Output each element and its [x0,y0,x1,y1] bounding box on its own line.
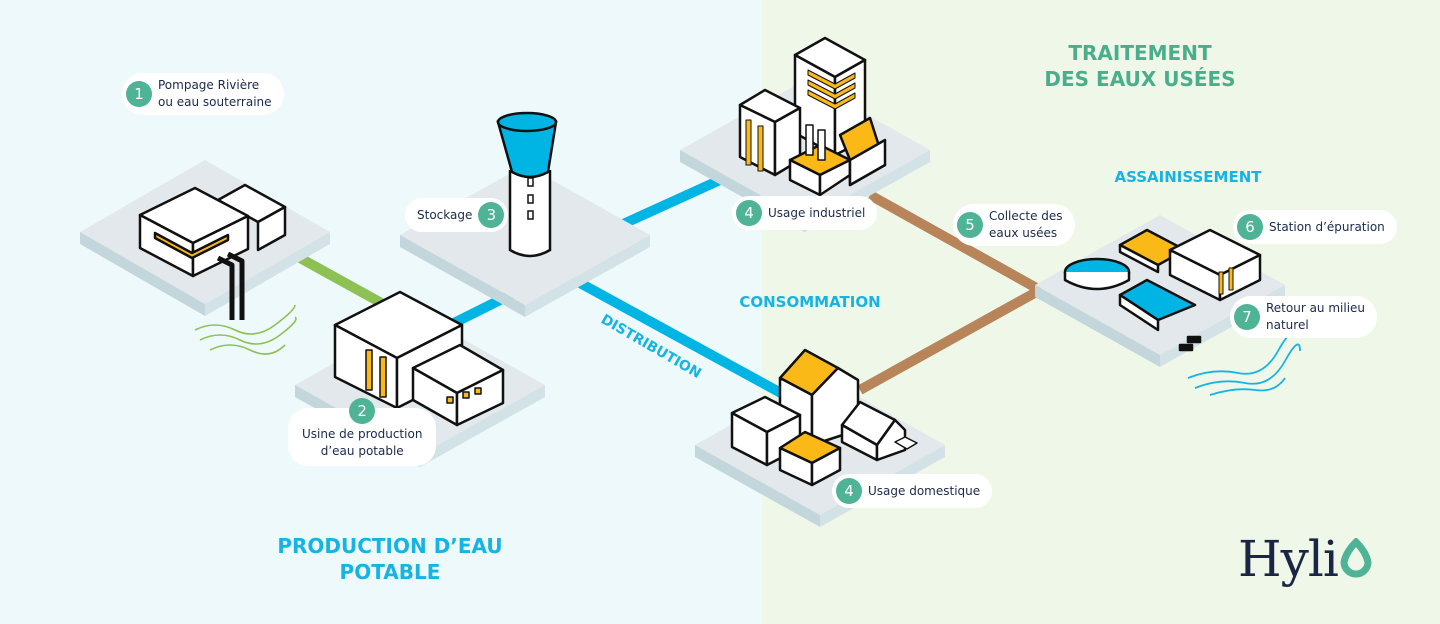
step-badge: 2 [349,398,376,424]
water-drop-icon [1340,537,1372,578]
waste-pipe-industrie [867,190,1043,295]
step-2-label: 2 Usine de production d’eau potable [288,398,437,466]
step-text: Usage industriel [768,205,866,220]
step-6-label: 6 Station d’épuration [1233,210,1397,244]
water-plant-icon [333,290,505,427]
step-text: Collecte des eaux usées [989,209,1063,240]
step-4-domestic-label: 4 Usage domestique [832,474,993,508]
step-badge: 5 [957,212,983,238]
section-title-assainissement: ASSAINISSEMENT [1114,168,1262,186]
hylio-logo: Hyli [1238,530,1374,588]
step-badge: 1 [126,81,152,107]
step-badge: 7 [1234,304,1260,330]
industrial-buildings-icon [738,36,887,197]
treatment-plant-icon [1063,228,1262,352]
river-waves-icon [194,304,297,355]
step-1-label: 1 Pompage Rivière ou eau souterraine [122,73,284,115]
step-badge: 6 [1237,214,1263,240]
step-badge: 4 [736,200,762,226]
houses-icon [730,348,918,487]
step-badge: 3 [478,202,505,228]
step-text: Retour au milieu naturel [1266,301,1366,332]
step-text: Stockage [417,207,473,222]
step-5-label: 5 Collecte des eaux usées [953,204,1075,246]
step-4-industrial-label: 4 Usage industriel [732,196,878,230]
step-text: Usage domestique [868,483,981,498]
waste-pipe-domestique [857,285,1043,395]
logo-text: Hyli [1238,530,1339,588]
water-tower-icon [496,111,558,258]
step-7-label: 7 Retour au milieu naturel [1230,296,1378,338]
section-title-production: PRODUCTION D’EAU POTABLE [277,534,503,584]
step-badge: 4 [836,478,862,504]
raw-water-pipe [297,253,388,310]
step-text: Station d’épuration [1269,219,1385,234]
section-title-traitement: TRAITEMENT DES EAUX USÉES [1044,41,1236,91]
step-text: Usine de production d’eau potable [302,427,423,458]
step-text: Pompage Rivière ou eau souterraine [158,78,272,109]
distribution-pipe [577,278,793,403]
section-title-consommation: CONSOMMATION [739,293,881,311]
pumping-station-icon [138,183,287,320]
step-3-label: Stockage 3 [405,198,509,232]
water-pipe-stockage-industrie [607,175,723,235]
